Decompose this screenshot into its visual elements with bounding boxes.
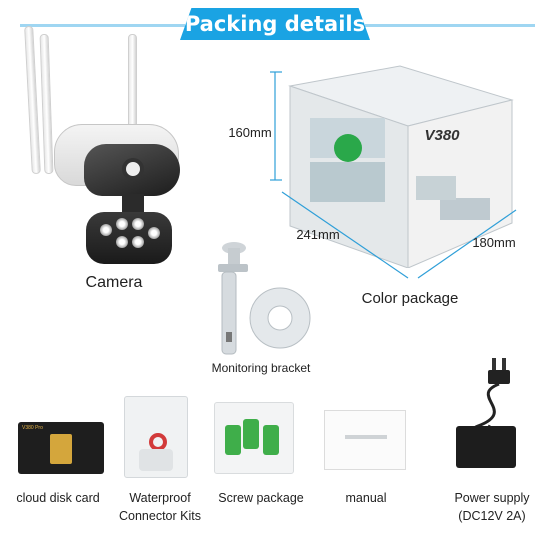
bracket-label: Monitoring bracket (211, 361, 311, 375)
manual-text-line (345, 435, 387, 439)
camera-label: Camera (85, 274, 143, 291)
anchor-icon (225, 425, 241, 455)
header-line-right (365, 24, 535, 27)
anchor-icon (263, 425, 279, 455)
cloud-card-image: V380 Pro (18, 422, 104, 474)
dimension-lines (270, 71, 517, 279)
connector-icon (139, 449, 173, 471)
sd-card-icon (50, 434, 72, 464)
cloud-card-brand: V380 Pro (22, 425, 43, 431)
power-supply-label-1: Power supply (454, 491, 530, 505)
led (116, 236, 128, 248)
anchor-icon (243, 419, 259, 449)
camera-ir-module (86, 212, 172, 264)
antenna-left (24, 25, 41, 175)
header-line-left (20, 24, 185, 27)
waterproof-kit-image (124, 396, 188, 478)
dim-height-label: 160mm (228, 125, 272, 140)
manual-image (324, 410, 406, 470)
led (132, 218, 144, 230)
camera-image (22, 24, 182, 264)
led (116, 218, 128, 230)
dim-width-label: 241mm (296, 227, 340, 242)
camera-neck (122, 194, 144, 214)
screw-package-image (214, 402, 294, 474)
led (100, 224, 112, 236)
cloud-card-label: cloud disk card (16, 491, 100, 505)
waterproof-label-1: Waterproof (129, 491, 191, 505)
dim-depth-label: 180mm (472, 235, 516, 250)
led (132, 236, 144, 248)
bracket-image (218, 242, 311, 355)
color-package-label: Color package (361, 290, 459, 307)
led (148, 227, 160, 239)
page-title: Packing details (180, 8, 370, 40)
power-supply-label-2: (DC12V 2A) (458, 509, 526, 523)
color-package-box (288, 65, 514, 268)
power-supply-image (456, 358, 516, 468)
brand-text: V380 (424, 127, 460, 144)
header-line (0, 24, 550, 27)
antenna-left-2 (39, 33, 54, 175)
waterproof-label-2: Connector Kits (119, 509, 201, 523)
screw-package-label: Screw package (218, 491, 304, 505)
camera-lens (122, 158, 144, 180)
manual-label: manual (345, 491, 387, 505)
